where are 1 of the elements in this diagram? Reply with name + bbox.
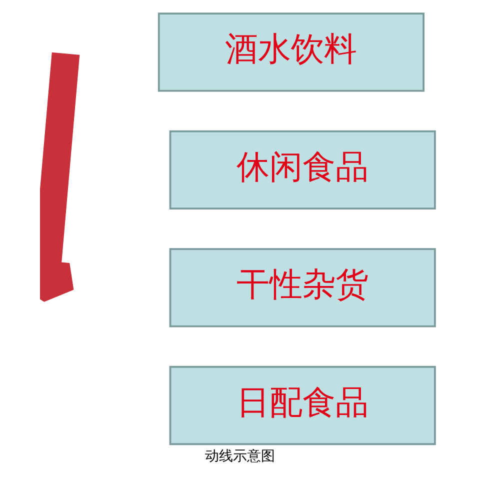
caption: 动线示意图 bbox=[205, 448, 275, 464]
